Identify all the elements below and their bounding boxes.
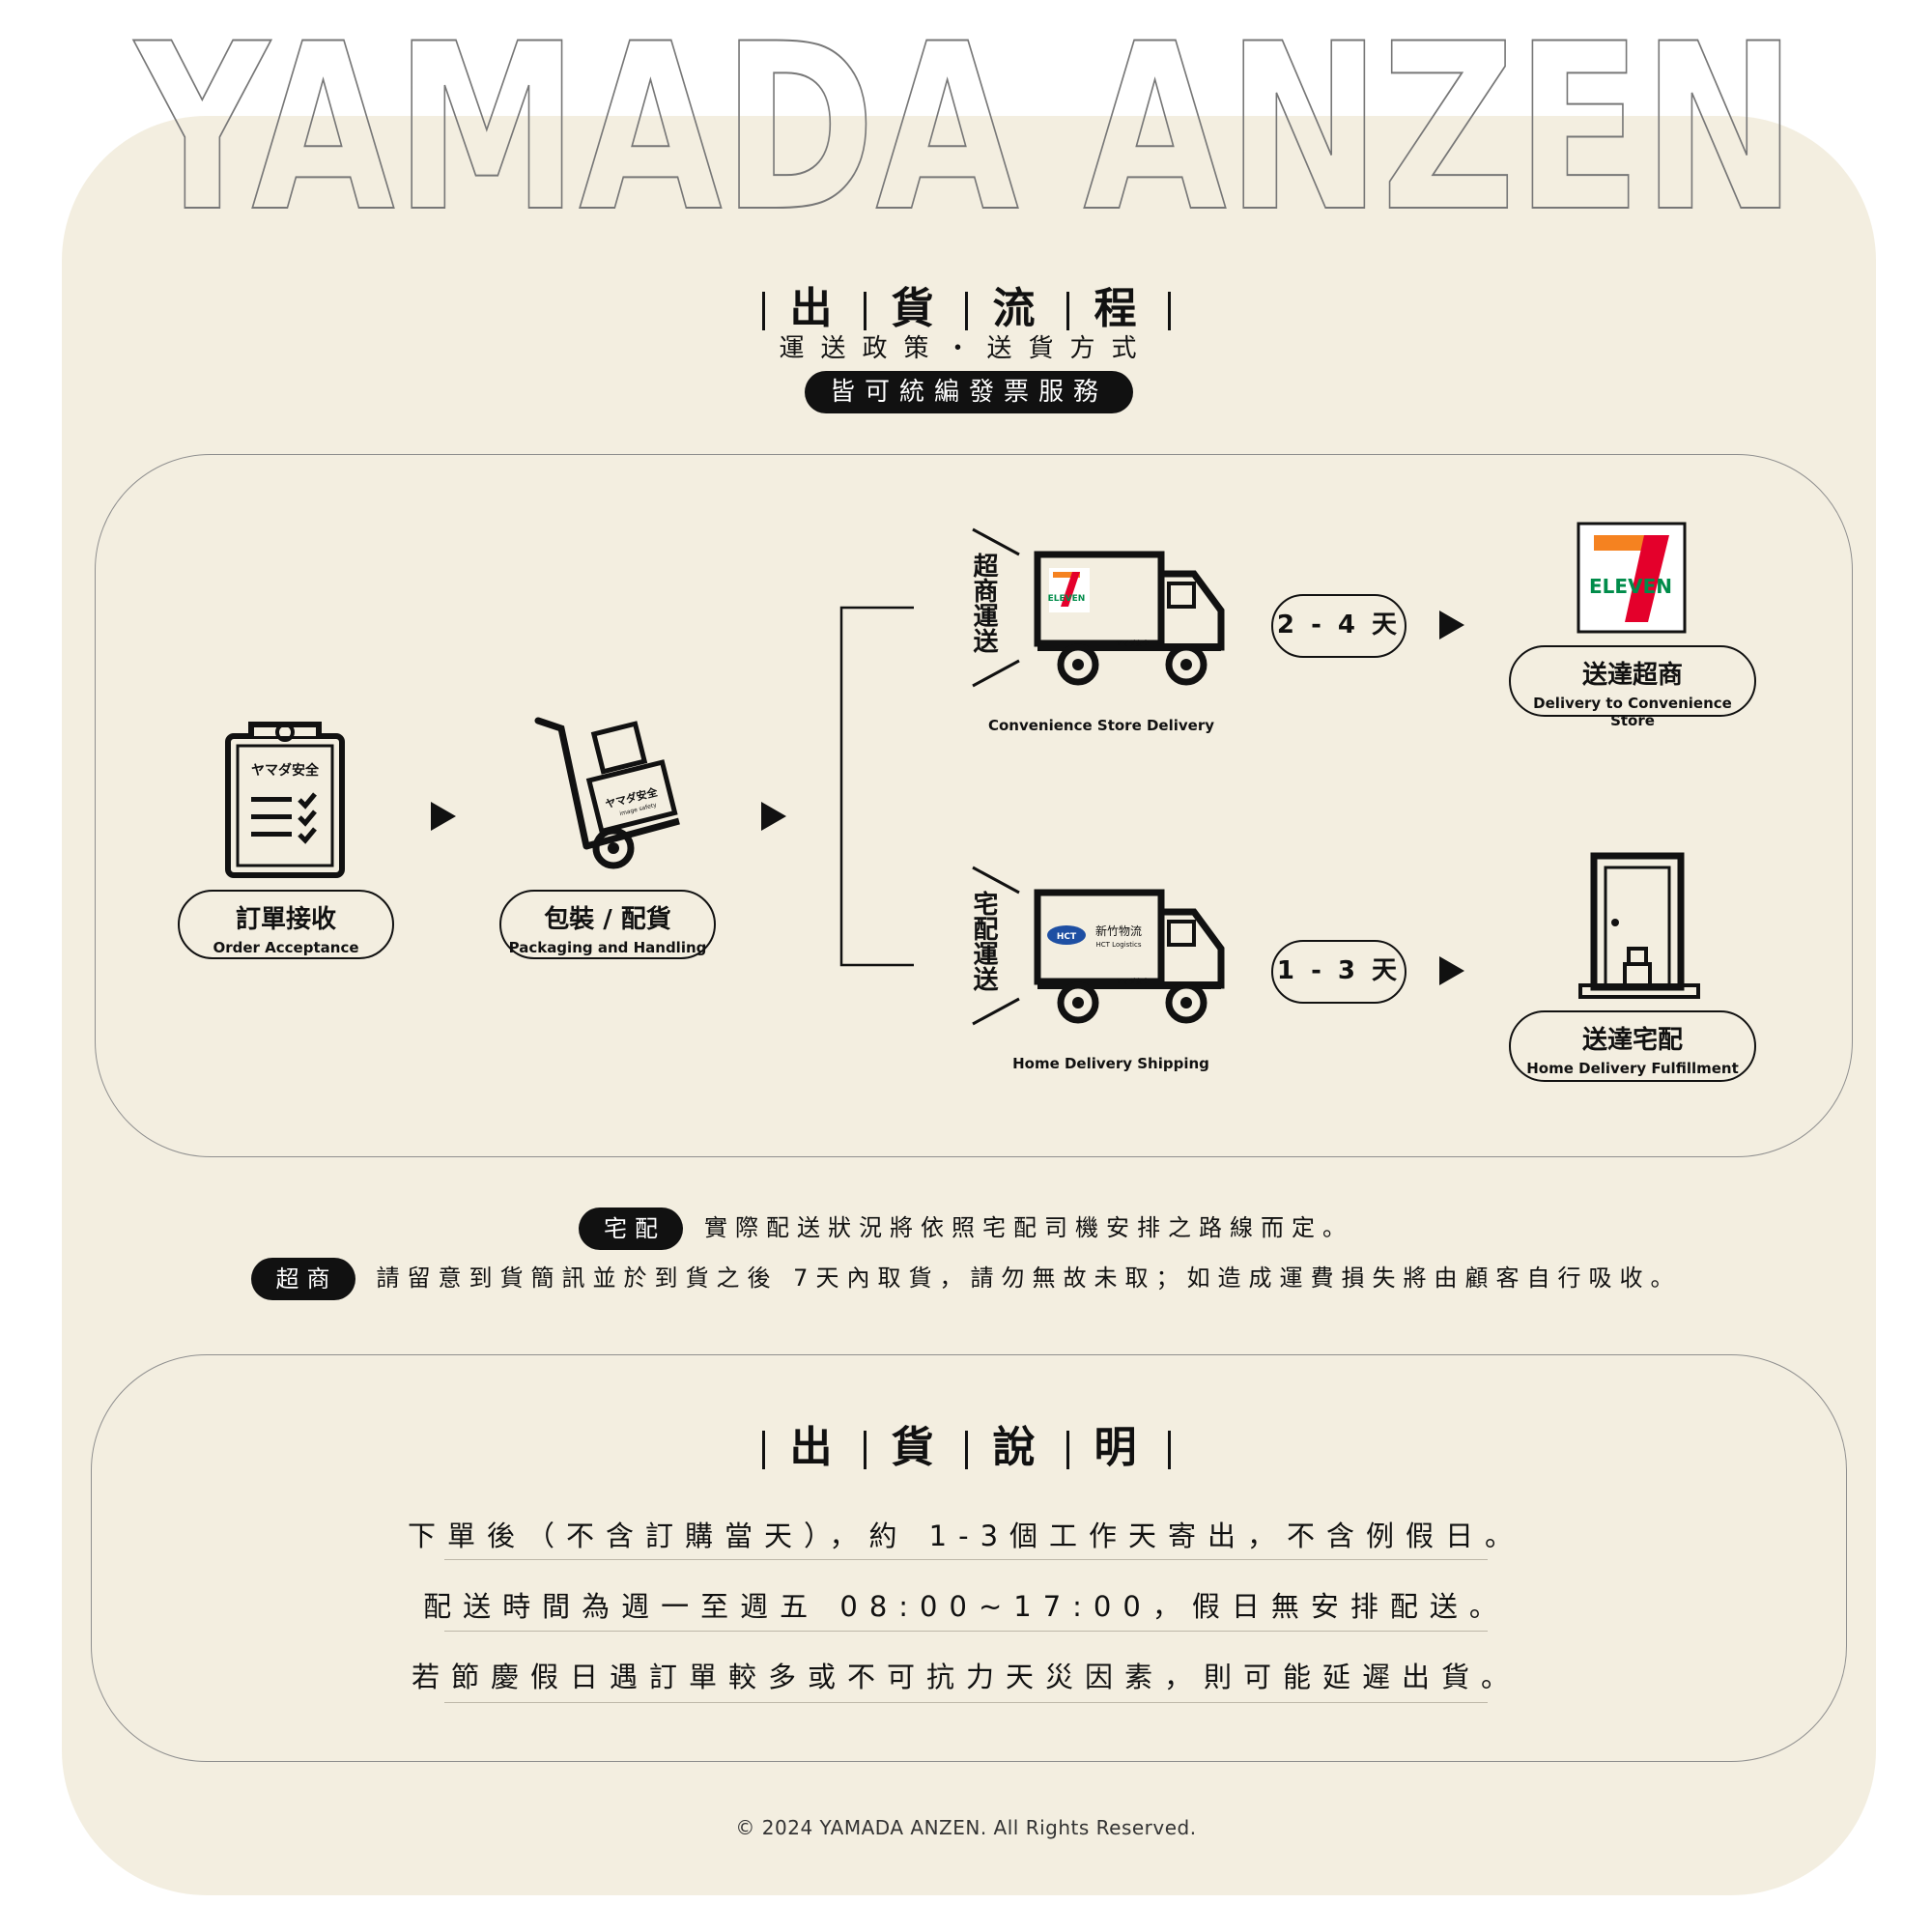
convenience-days: 2 - 4 天 (1271, 594, 1406, 658)
note-tag: 宅配 (579, 1208, 683, 1250)
step-label-zh: 包裝 / 配貨 (544, 905, 671, 934)
divider (444, 1702, 1488, 1703)
title-char: 出 (789, 284, 838, 333)
seven-eleven-logo-icon: ELEVEN (1577, 522, 1687, 634)
home-route-marks (972, 866, 1020, 1026)
note-tag: 超商 (250, 1258, 355, 1300)
truck-brand-text: ヤマダ安全 (1116, 977, 1150, 985)
brand-wordmark-text: YAMADA ANZEN (133, 0, 1797, 251)
arrow-right-icon (1439, 611, 1464, 639)
destination-label-en: Home Delivery Fulfillment (1526, 1060, 1739, 1077)
step-label-en: Packaging and Handling (508, 939, 707, 956)
title-char: 貨 (891, 1423, 940, 1472)
title-char: 明 (1094, 1423, 1143, 1472)
truck-seven-logo-text: ELEVEN (1048, 594, 1086, 604)
shipping-process-title: 出貨流程 (0, 273, 1932, 335)
note-text: 實際配送狀況將依照宅配司機安排之路線而定。 (704, 1214, 1353, 1241)
hand-truck-icon: ヤマダ安全 image safety (534, 717, 680, 869)
arrow-right-icon (431, 802, 456, 831)
destination-label-zh: 送達宅配 (1581, 1026, 1683, 1055)
shipping-info-line: 下單後（不含訂購當天），約 1-3個工作天寄出，不含例假日。 (407, 1520, 1525, 1552)
shipping-subtitle: 運送政策・送貨方式 (779, 334, 1153, 363)
step-label-zh: 訂單接收 (235, 905, 336, 934)
note-text: 請留意到貨簡訊並於到貨之後 7天內取貨，請勿無故未取；如造成運費損失將由顧客自行… (376, 1264, 1682, 1292)
seven-eleven-truck-icon: ELEVEN ヤマダ安全 (1034, 551, 1225, 686)
delivery-convenience-store-label: 送達超商 Delivery to Convenience Store (1509, 645, 1756, 729)
home-days: 1 - 3 天 (1271, 940, 1406, 1004)
convenience-route-label: 超商運送 (969, 553, 998, 653)
title-char: 說 (992, 1423, 1041, 1472)
home-route-label: 宅配運送 (969, 891, 998, 991)
step-label-en: Order Acceptance (213, 939, 359, 956)
order-acceptance-label: 訂單接收 Order Acceptance (178, 890, 394, 959)
truck-brand-text: ヤマダ安全 (1116, 639, 1150, 647)
divider (444, 1559, 1488, 1560)
shipping-info-line: 若節慶假日遇訂單較多或不可抗力天災因素，則可能延遲出貨。 (411, 1661, 1520, 1693)
door-package-icon (1578, 852, 1700, 999)
home-caption: Home Delivery Shipping (1012, 1055, 1209, 1072)
title-char: 貨 (891, 284, 940, 333)
destination-label-en: Delivery to Convenience Store (1533, 695, 1732, 729)
note-home-delivery: 宅配實際配送狀況將依照宅配司機安排之路線而定。 (0, 1208, 1932, 1250)
shipping-info-title: 出貨說明 (0, 1412, 1932, 1474)
copyright-footer: © 2024 YAMADA ANZEN. All Rights Reserved… (735, 1816, 1197, 1839)
arrow-right-icon (1439, 956, 1464, 985)
clipboard-icon: ヤマダ安全 (225, 722, 345, 878)
home-delivery-fulfillment-label: 送達宅配 Home Delivery Fulfillment (1509, 1010, 1756, 1082)
convenience-route-marks (972, 527, 1020, 688)
arrow-right-icon (761, 802, 786, 831)
destination-label-zh: 送達超商 (1581, 661, 1683, 690)
title-char: 流 (992, 284, 1041, 333)
truck-hct-subname: HCT Logistics (1096, 941, 1142, 949)
truck-hct-logo-text: HCT (1057, 932, 1077, 942)
title-char: 程 (1094, 284, 1143, 333)
packaging-handling-label: 包裝 / 配貨 Packaging and Handling (499, 890, 716, 959)
title-char: 出 (789, 1423, 838, 1472)
shipping-info-line: 配送時間為週一至週五 08:00~17:00，假日無安排配送。 (423, 1590, 1509, 1623)
branch-bracket (839, 606, 914, 967)
convenience-caption: Convenience Store Delivery (987, 717, 1214, 734)
hct-truck-icon: HCT 新竹物流 HCT Logistics ヤマダ安全 (1034, 889, 1225, 1024)
brand-wordmark: YAMADA ANZEN (132, 0, 1798, 251)
flow-panel (95, 454, 1853, 1157)
note-convenience-store: 超商請留意到貨簡訊並於到貨之後 7天內取貨，請勿無故未取；如造成運費損失將由顧客… (0, 1258, 1932, 1300)
invoice-badge: 皆可統編發票服務 (805, 371, 1133, 413)
seven-eleven-logo-text: ELEVEN (1589, 575, 1672, 598)
truck-hct-name: 新竹物流 (1095, 923, 1142, 938)
shipping-info-panel (91, 1354, 1847, 1762)
clipboard-brand-text: ヤマダ安全 (251, 762, 320, 779)
divider (444, 1631, 1488, 1632)
